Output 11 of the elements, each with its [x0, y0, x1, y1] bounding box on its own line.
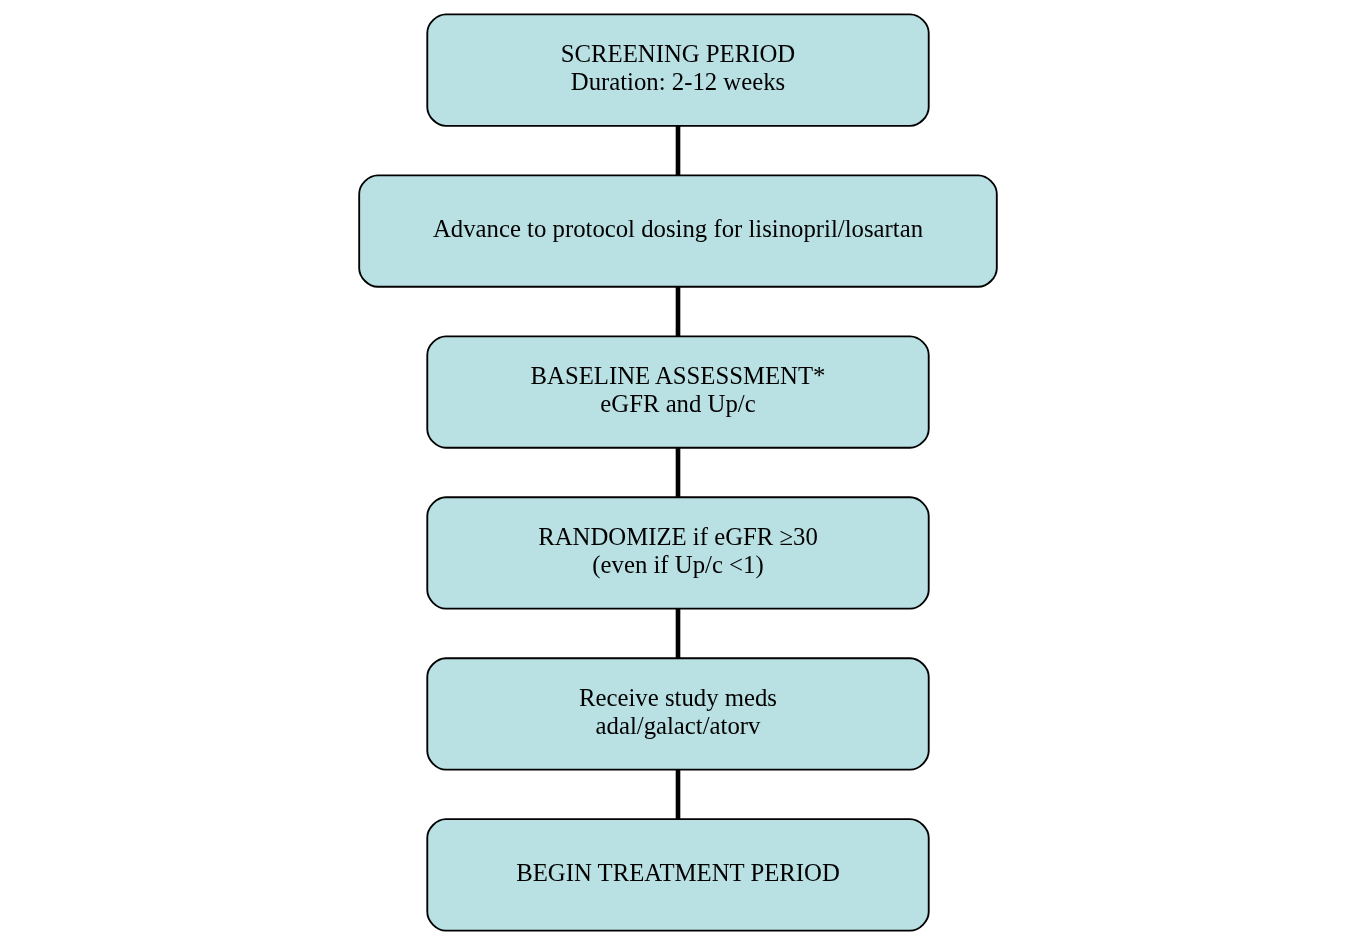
node-box: BASELINE ASSESSMENT* eGFR and Up/c: [426, 335, 930, 449]
connector: [675, 769, 681, 820]
node-box: SCREENING PERIOD Duration: 2-12 weeks: [426, 13, 930, 127]
node-box: RANDOMIZE if eGFR ≥30 (even if Up/c <1): [426, 496, 930, 610]
node-box: Receive study meds adal/galact/atorv: [426, 657, 930, 771]
connector: [675, 125, 681, 176]
connector: [675, 447, 681, 498]
connector: [675, 608, 681, 659]
node-box: BEGIN TREATMENT PERIOD: [426, 818, 930, 932]
connector: [675, 286, 681, 337]
node-box: Advance to protocol dosing for lisinopril/losartan: [358, 174, 998, 288]
